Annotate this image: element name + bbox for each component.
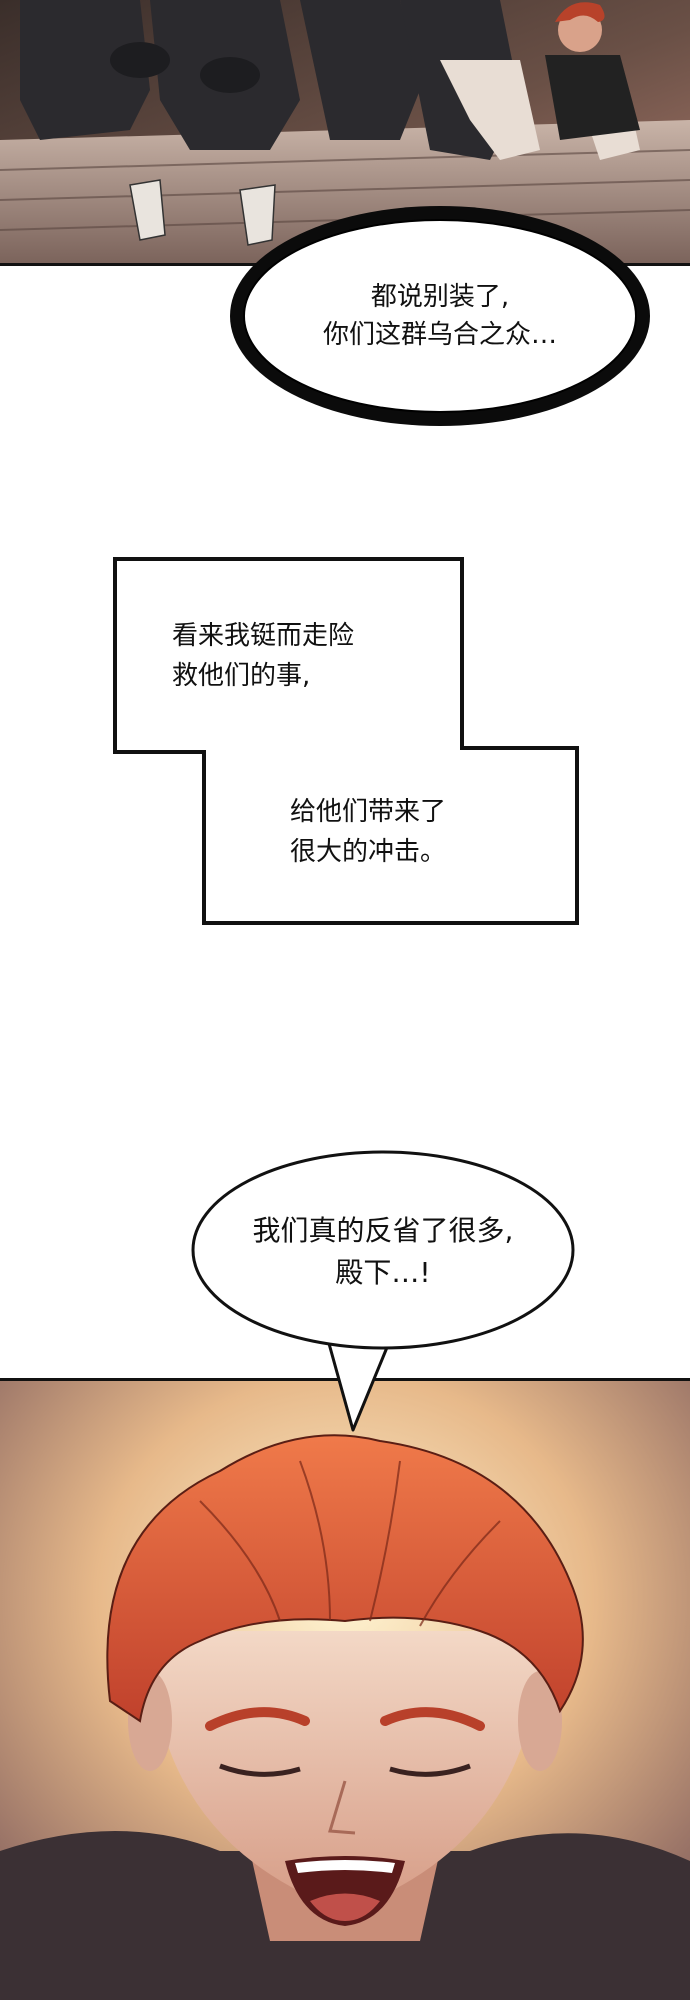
speech-bubble: 我们真的反省了很多, 殿下…!: [188, 1150, 578, 1432]
bottom-panel-artwork: [0, 1378, 690, 2000]
speech-bubble-line-1: 我们真的反省了很多,: [252, 1214, 514, 1247]
bottom-panel-scene: [0, 1381, 690, 2000]
narration-line-1: 看来我铤而走险: [172, 621, 355, 651]
spiky-bubble-line-1: 都说别装了,: [370, 282, 510, 312]
spiky-speech-bubble: 都说别装了, 你们这群乌合之众…: [220, 196, 660, 436]
speech-bubble-line-2: 殿下…!: [335, 1256, 431, 1289]
narration-text-2: 给他们带来了 很大的冲击。: [290, 792, 446, 872]
spiky-bubble-line-2: 你们这群乌合之众…: [322, 320, 557, 350]
narration-box-outline: [113, 557, 579, 925]
speech-bubble-text: 我们真的反省了很多, 殿下…!: [188, 1210, 578, 1294]
narration-box: 看来我铤而走险 救他们的事, 给他们带来了 很大的冲击。: [112, 556, 580, 926]
narration-line-3: 给他们带来了: [290, 797, 447, 827]
spiky-bubble-text: 都说别装了, 你们这群乌合之众…: [220, 278, 660, 354]
narration-line-2: 救他们的事,: [172, 661, 311, 691]
speech-bubble-outline: [191, 1150, 575, 1432]
narration-line-4: 很大的冲击。: [290, 837, 447, 867]
narration-text-1: 看来我铤而走险 救他们的事,: [172, 616, 354, 696]
spiky-bubble-outline: [230, 206, 650, 426]
